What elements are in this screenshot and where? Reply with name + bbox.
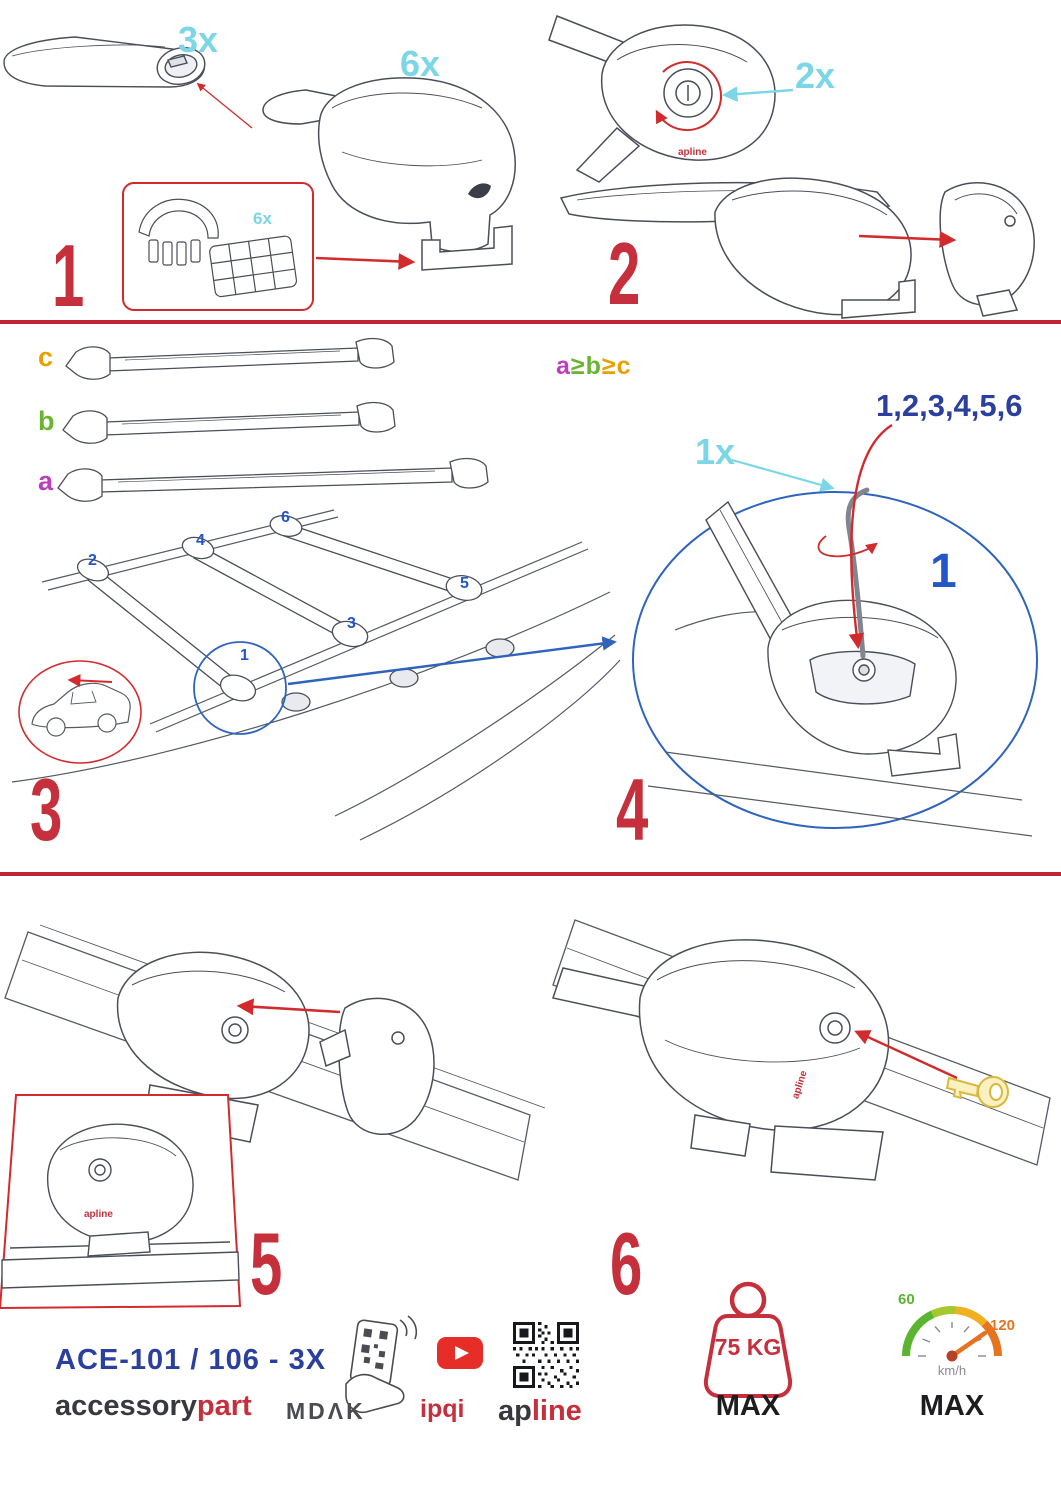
phone-scan-icon xyxy=(345,1315,418,1414)
size-label-c: c xyxy=(38,342,54,372)
product-model-label: ACE-101 / 106 - 3X xyxy=(55,1344,327,1376)
size-formula: a≥b≥c xyxy=(556,354,632,379)
step6-illustration xyxy=(552,919,1051,1181)
ipqi-logo: ipqi xyxy=(420,1395,465,1423)
zoom-link-arrow xyxy=(287,636,617,686)
mdak-logo: MDΛK xyxy=(286,1398,366,1424)
foot-with-bar-illustration xyxy=(559,177,1035,319)
speedometer-icon xyxy=(902,1306,1002,1362)
apline-logo-black: ap xyxy=(498,1395,532,1427)
lock-quantity-label: 2x xyxy=(795,55,836,96)
formula-ge1: ≥ xyxy=(570,352,586,380)
pad-to-foot-arrow xyxy=(315,252,416,270)
roof-direction-arrow xyxy=(67,674,113,687)
vehicle-inset xyxy=(18,660,142,764)
roof-position-5: 5 xyxy=(460,575,469,592)
speed-low-label: 60 xyxy=(898,1291,915,1308)
accessorypart-logo-black: accessory xyxy=(55,1390,197,1422)
lock-rotation-arrow xyxy=(655,61,723,132)
end-cap-piece xyxy=(939,181,1035,306)
key-icon xyxy=(945,1076,1009,1108)
tool-qty-arrow xyxy=(731,458,835,492)
apline-logo-red: line xyxy=(531,1395,582,1427)
foot-lock-top-view xyxy=(548,15,776,183)
formula-ge2: ≥ xyxy=(601,352,617,380)
apline-logo: apline xyxy=(498,1397,582,1426)
section-divider-2 xyxy=(0,872,1061,876)
formula-c: c xyxy=(616,352,632,380)
bar-quantity-label: 3x xyxy=(178,19,219,60)
roof-position-6: 6 xyxy=(281,509,290,526)
speed-high-label: 120 xyxy=(990,1317,1016,1334)
claw-insert-arrow xyxy=(236,998,341,1016)
step1-illustration xyxy=(3,36,516,311)
tool-quantity-label: 1x xyxy=(695,431,736,472)
locking-foot xyxy=(552,939,890,1181)
step5-number: 5 xyxy=(250,1214,283,1313)
accessorypart-logo: accessorypart xyxy=(55,1392,252,1421)
formula-b: b xyxy=(585,352,602,380)
step1-number: 1 xyxy=(52,226,85,325)
foot-on-rail xyxy=(116,951,435,1143)
crossbar-size-c xyxy=(65,337,395,380)
accessorypart-logo-red: part xyxy=(196,1390,252,1422)
claw-piece xyxy=(338,997,435,1135)
max-weight-icon xyxy=(703,1281,793,1398)
lock-qty-arrow xyxy=(721,86,794,102)
step6-number: 6 xyxy=(610,1214,643,1313)
key-to-lock-arrow xyxy=(854,1030,958,1080)
step4-illustration xyxy=(632,423,1038,837)
speed-max-label: MAX xyxy=(919,1390,985,1422)
section-divider-1 xyxy=(0,320,1061,324)
roof-position-2: 2 xyxy=(88,552,97,569)
pad-quantity-label: 6x xyxy=(253,209,272,228)
step3-illustration xyxy=(11,337,621,841)
step3-number: 3 xyxy=(30,760,63,859)
max-weight-label: MAX xyxy=(715,1390,781,1422)
roof-position-1: 1 xyxy=(240,647,249,664)
size-label-a: a xyxy=(38,466,54,496)
roof-position-3: 3 xyxy=(347,615,356,632)
step4-number: 4 xyxy=(616,760,649,859)
pad-detail-zoom-box xyxy=(122,182,314,311)
step2-illustration xyxy=(548,15,1035,319)
tightening-sequence-label: 1,2,3,4,5,6 xyxy=(876,388,1023,423)
max-weight-value: 75 KG xyxy=(714,1334,782,1360)
youtube-icon xyxy=(437,1337,483,1369)
speedometer-needle xyxy=(949,1330,988,1359)
key-rotation-arrow xyxy=(817,535,878,558)
step2-number: 2 xyxy=(608,224,641,323)
roof-mounting-diagram xyxy=(11,509,621,841)
crossbar-size-a xyxy=(57,457,489,502)
bar-end-pointer-arrow xyxy=(196,82,253,129)
sequence-to-bolt-arrow xyxy=(848,423,893,650)
foot-top-view xyxy=(705,500,961,777)
speed-unit-label: km/h xyxy=(937,1363,967,1378)
crossbar-size-b xyxy=(62,401,396,444)
formula-a: a xyxy=(556,352,571,380)
apline-brand-on-foot: apline xyxy=(678,147,707,158)
foot-quantity-label: 6x xyxy=(400,43,441,84)
crossbar-end-illustration xyxy=(3,36,206,88)
size-label-b: b xyxy=(38,406,55,436)
qr-code-icon xyxy=(513,1322,579,1388)
first-position-label: 1 xyxy=(930,545,957,598)
foot-clamp-illustration xyxy=(262,77,516,271)
step5-illustration xyxy=(0,924,546,1310)
rubber-pad-grid xyxy=(209,235,298,298)
position1-highlight-circle xyxy=(193,641,287,735)
zoomed-foot-detail xyxy=(1,1123,240,1289)
leaf-logo-icon xyxy=(468,183,491,199)
cap-insert-arrow xyxy=(858,230,957,248)
roof-position-4: 4 xyxy=(196,532,205,549)
apline-brand-on-zoom-foot: apline xyxy=(84,1209,113,1220)
